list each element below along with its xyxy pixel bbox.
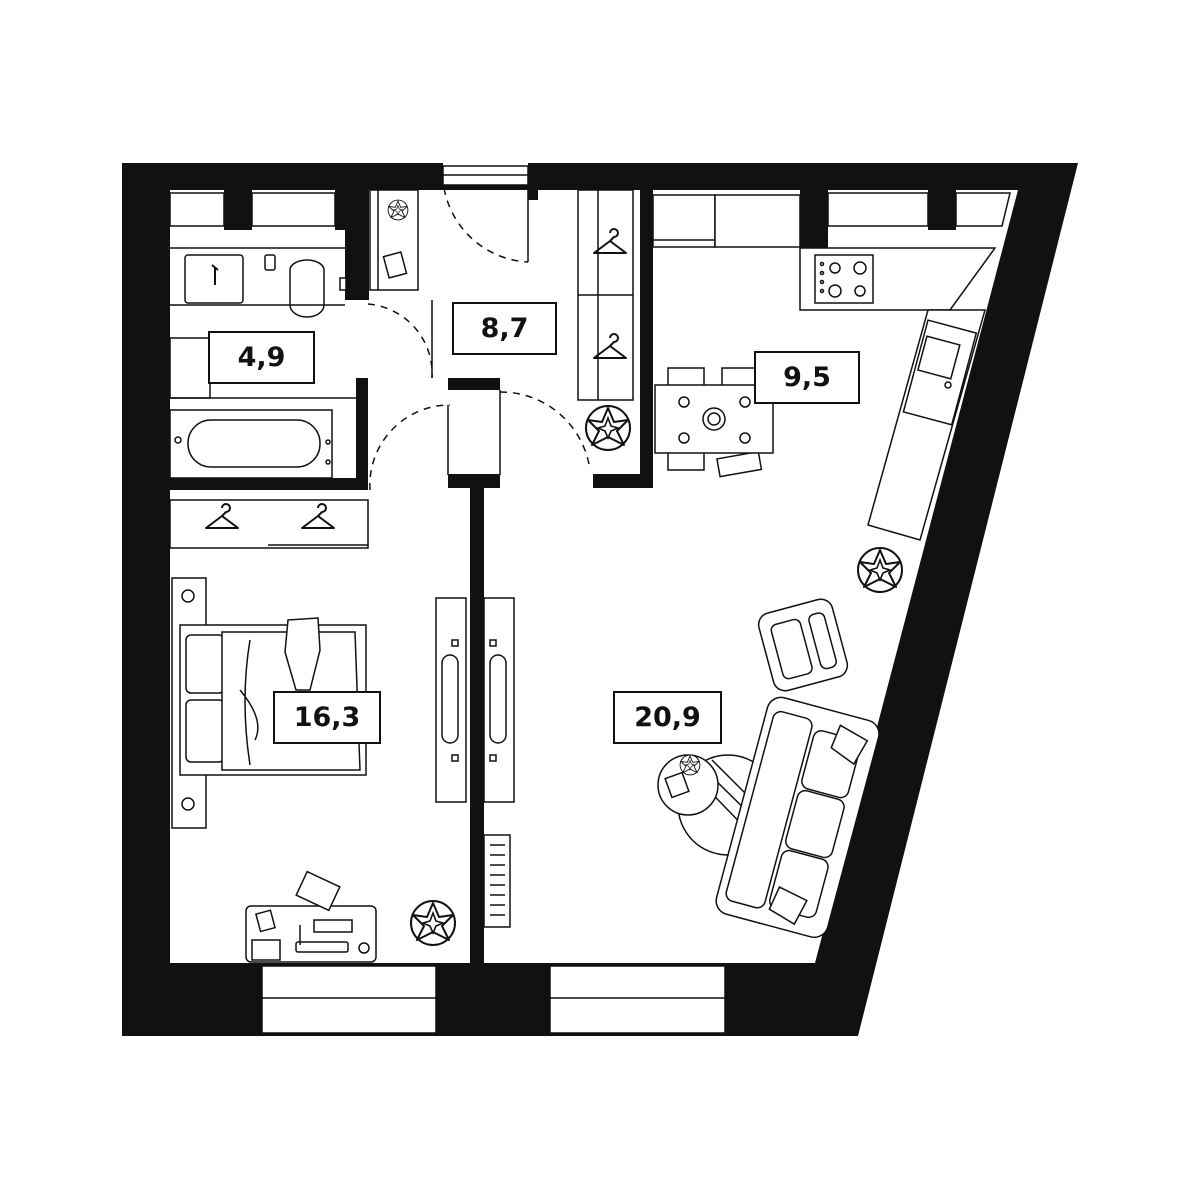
kitchen [652, 194, 997, 541]
room-area-bathroom: 4,9 [208, 331, 315, 384]
sofa-icon [715, 696, 880, 939]
toilet-icon [289, 259, 325, 318]
room-area-hallway: 8,7 [452, 302, 557, 355]
sliding-doors [435, 597, 515, 803]
armchair-icon [757, 598, 849, 692]
windows [169, 165, 1011, 1034]
doors [367, 187, 591, 491]
radiator-icon [483, 834, 511, 928]
room-area-bedroom: 16,3 [273, 691, 381, 744]
walls [122, 163, 1078, 1036]
room-area-kitchen: 9,5 [754, 351, 860, 404]
living-room [483, 547, 903, 939]
room-area-living-room: 20,9 [613, 691, 722, 744]
sink-icon [902, 319, 978, 426]
stove-icon [814, 254, 874, 304]
bathroom [169, 247, 356, 479]
desk-icon [245, 870, 377, 963]
hallway [369, 189, 634, 451]
plant-icon [585, 405, 631, 451]
dining-table-icon [654, 367, 774, 478]
